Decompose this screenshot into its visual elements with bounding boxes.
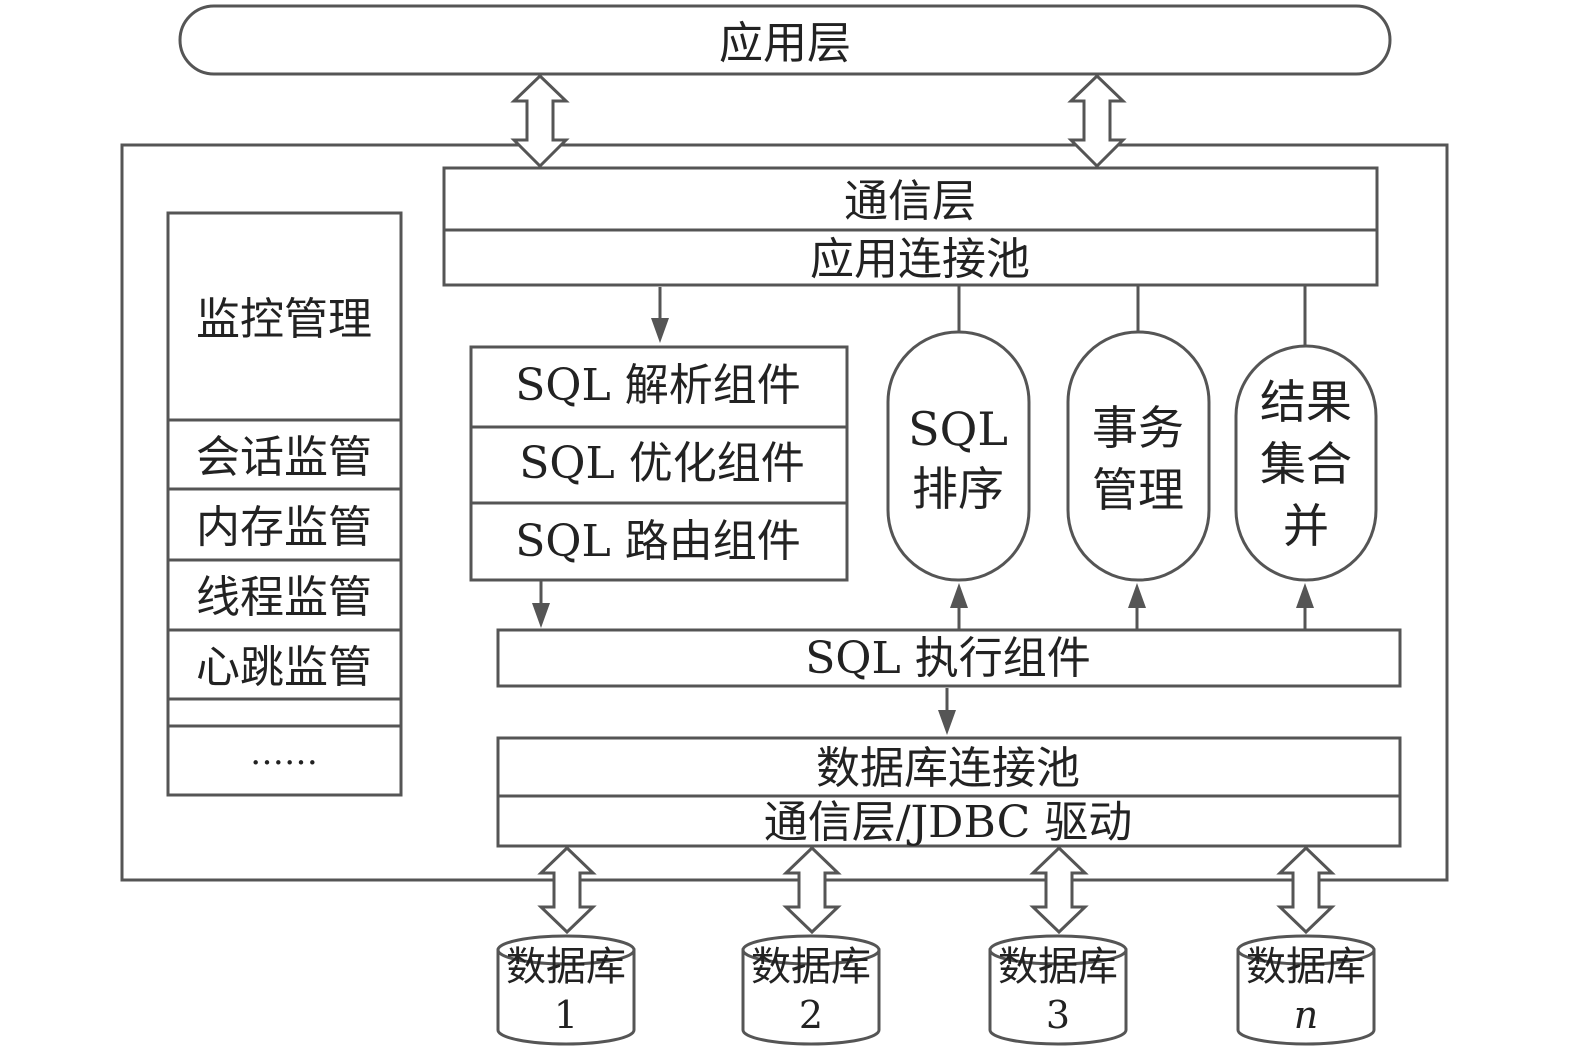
database-cylinder-body [988,948,1128,1046]
capsule-result-merge: 结果 集合 并 [1234,344,1378,582]
database-label: 数据库 [506,944,626,990]
db-connection-pool-label: 数据库连接池 [816,743,1080,794]
application-layer-box [178,4,1392,76]
database-id: n [1294,993,1318,1037]
database-id: 3 [1046,993,1070,1037]
double-arrow-icon [1276,845,1336,935]
application-layer: 应用层 [178,4,1392,76]
database-cylinder-top [496,934,636,966]
database-2: 数据库 2 [741,934,881,1046]
communication-stack-box [442,166,1379,287]
capsule-transaction-box [1066,330,1211,582]
database-cylinder-top [741,934,881,966]
monitor-panel: 监控管理 会话监管 内存监管 线程监管 心跳监管 …… [166,211,403,797]
database-label: 数据库 [751,944,871,990]
database-cylinder-body [1236,948,1376,1046]
double-arrow-icon [537,845,597,935]
database-3: 数据库 3 [988,934,1128,1046]
monitor-item-session: 会话监管 [196,432,372,483]
database-cylinder-top [1236,934,1376,966]
capsule-sql-sort-box [886,330,1031,582]
sql-executor-label: SQL 执行组件 [805,633,1090,684]
app-connection-pool-label: 应用连接池 [810,234,1030,285]
capsule-result-merge-line3: 并 [1283,499,1329,553]
monitor-item-thread: 线程监管 [196,572,372,623]
database-1: 数据库 1 [496,934,636,1046]
sql-route-component: SQL 路由组件 [515,516,800,567]
database-cylinder-body [741,948,881,1046]
capsule-transaction: 事务 管理 [1066,330,1211,582]
capsule-transaction-line2: 管理 [1092,463,1184,517]
sql-executor-box [496,628,1402,688]
arrow-head-icon [1296,583,1314,608]
double-arrow-icon [1067,73,1127,169]
arrow-head-icon [950,583,968,608]
capsule-result-merge-line1: 结果 [1260,375,1352,429]
db-connection-stack-box [496,736,1402,848]
communication-stack: 通信层 应用连接池 [442,166,1379,287]
capsule-sql-sort-line2: 排序 [912,462,1004,516]
double-arrow-icon [1029,845,1089,935]
monitor-item-more: …… [250,733,318,773]
sql-components: SQL 解析组件 SQL 优化组件 SQL 路由组件 [469,345,849,582]
database-cylinder-body [496,948,636,1046]
database-id: 1 [554,993,578,1037]
database-id: 2 [799,993,823,1037]
capsule-transaction-line1: 事务 [1092,401,1184,455]
sql-executor: SQL 执行组件 [496,628,1402,688]
db-connection-stack: 数据库连接池 通信层/JDBC 驱动 [496,736,1402,848]
monitor-item-heartbeat: 心跳监管 [196,642,372,693]
database-cylinder-top [988,934,1128,966]
capsule-result-merge-box [1234,344,1378,582]
sql-components-box [469,345,849,582]
arrow-head-icon [532,603,550,628]
arrow-head-icon [651,318,669,343]
database-n: 数据库 n [1236,934,1376,1046]
monitor-item-memory: 内存监管 [196,502,372,553]
capsule-sql-sort: SQL 排序 [886,330,1031,582]
capsule-result-merge-line2: 集合 [1260,437,1352,491]
arrow-head-icon [1128,583,1146,608]
double-arrow-icon [510,73,570,169]
sql-parse-component: SQL 解析组件 [515,360,800,411]
communication-layer-label: 通信层 [844,176,976,227]
capsule-sql-sort-line1: SQL [908,402,1008,456]
application-layer-label: 应用层 [719,18,851,69]
double-arrow-icon [782,845,842,935]
sql-optimize-component: SQL 优化组件 [519,438,804,489]
jdbc-driver-label: 通信层/JDBC 驱动 [764,797,1133,848]
arrow-head-icon [938,710,956,735]
database-label: 数据库 [998,944,1118,990]
database-label: 数据库 [1246,944,1366,990]
monitor-title: 监控管理 [196,294,372,345]
